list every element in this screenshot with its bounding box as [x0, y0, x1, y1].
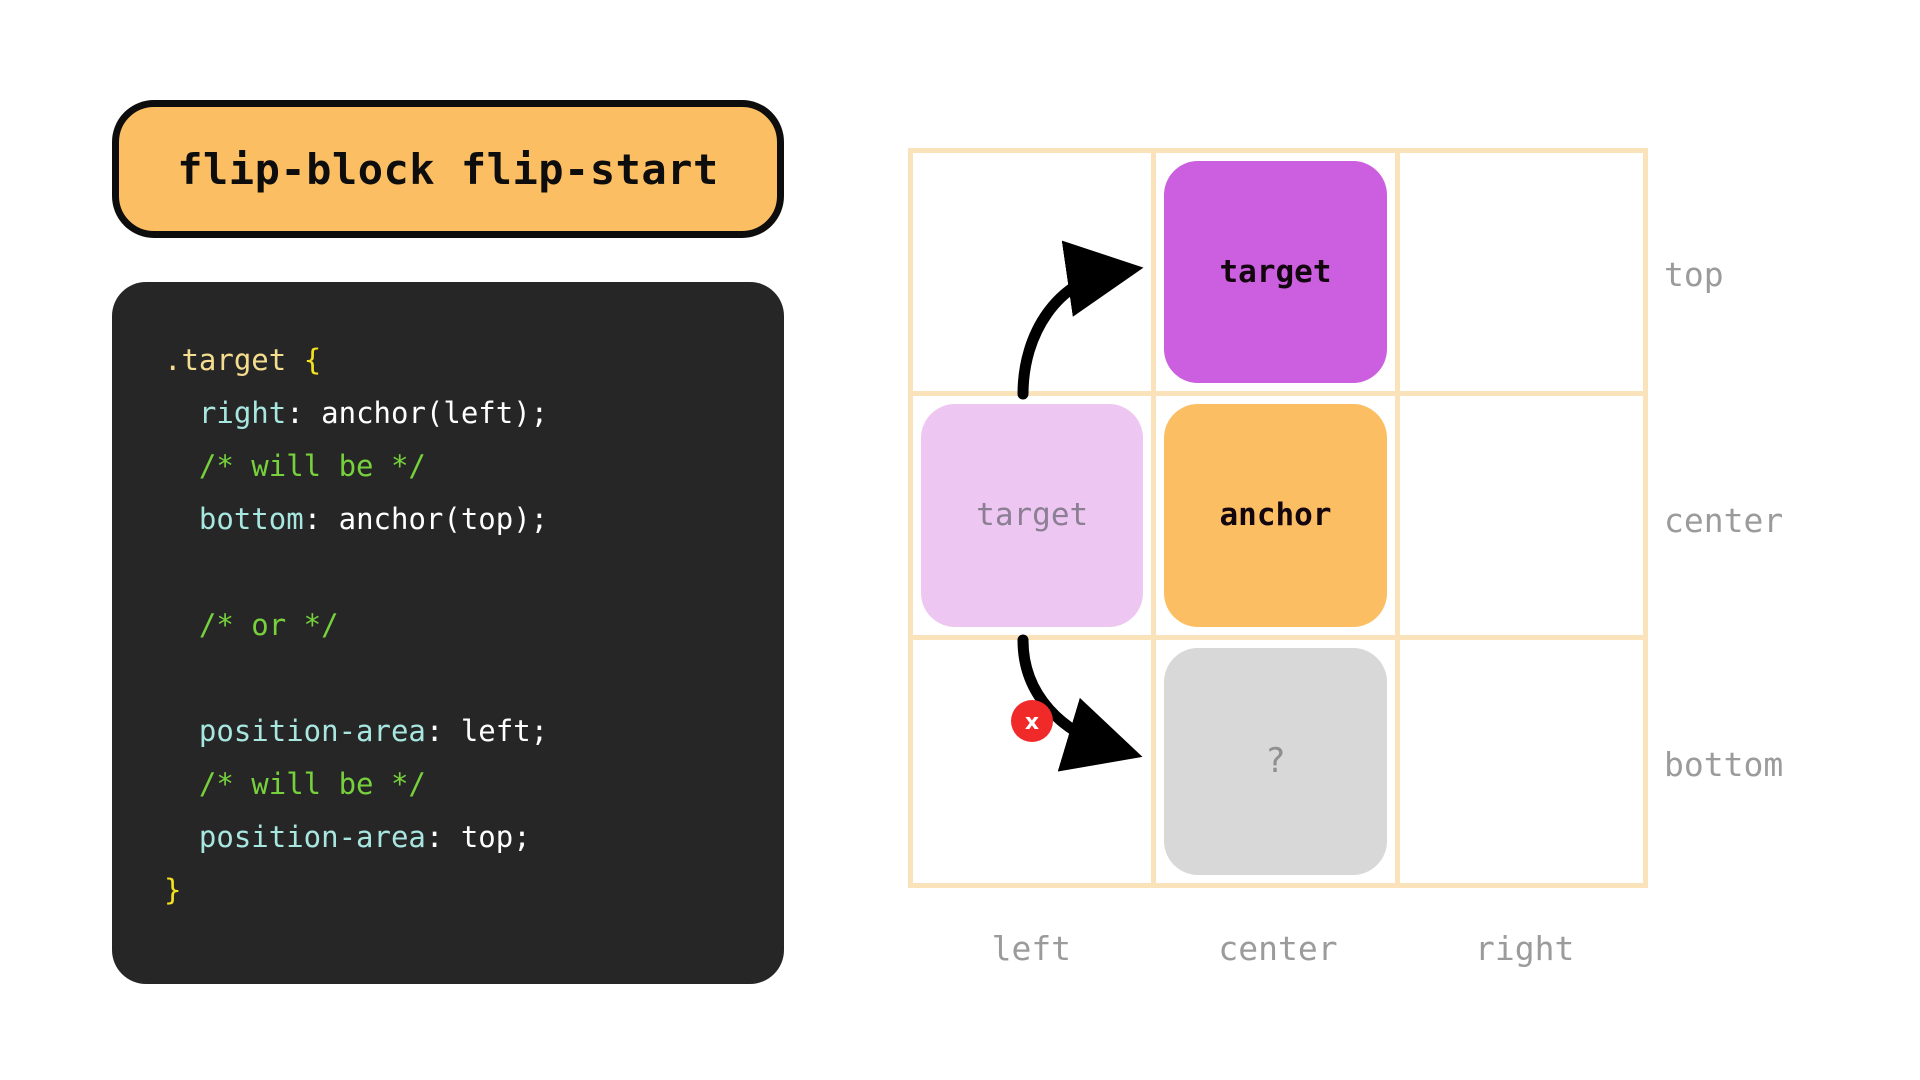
code-line	[164, 546, 784, 599]
code-line: }	[164, 864, 784, 917]
code-token-comment: /* will be */	[198, 449, 426, 483]
code-token-selector: .target	[164, 343, 304, 377]
grid-cell-bottom-right	[1400, 640, 1643, 883]
code-token-val: : left;	[425, 714, 549, 748]
code-token-comment: /* or */	[198, 608, 339, 642]
code-line: .target {	[164, 334, 784, 387]
col-labels: left center right	[908, 908, 1648, 988]
grid-cell-bottom-center: ?	[1156, 639, 1400, 883]
code-line	[164, 652, 784, 705]
code-token-brace: }	[164, 873, 182, 907]
title-badge: flip-block flip-start	[112, 100, 784, 238]
target-box-flipped: target	[1164, 161, 1387, 384]
code-token-val: : anchor(left);	[286, 396, 549, 430]
code-token-prop: position-area	[198, 820, 426, 854]
grid-cell-center-left: target	[913, 396, 1157, 640]
grid-cell-top-right	[1399, 153, 1643, 397]
code-token-val	[164, 661, 181, 695]
code-token-brace: {	[303, 343, 322, 377]
code-token-prop: right	[198, 396, 287, 430]
code-line: /* will be */	[164, 758, 784, 811]
code-token-val: : anchor(top);	[303, 502, 549, 536]
code-line: right: anchor(left);	[164, 387, 784, 440]
left-panel: flip-block flip-start .target { right: a…	[112, 100, 784, 984]
grid-cell-top-left	[913, 153, 1157, 397]
col-label-center: center	[1218, 928, 1338, 968]
target-box-original: target	[921, 404, 1144, 627]
code-token-val	[164, 555, 181, 589]
code-block: .target { right: anchor(left); /* will b…	[112, 282, 784, 984]
grid-cell-top-center: target	[1156, 153, 1400, 397]
row-label-top: top	[1664, 255, 1724, 294]
grid-cell-bottom-left	[913, 639, 1157, 883]
row-label-center: center	[1664, 501, 1784, 540]
row-labels: top center bottom	[1664, 148, 1894, 888]
grid-cell-center-right	[1399, 396, 1643, 640]
row-label-bottom: bottom	[1664, 745, 1784, 784]
col-label-left: left	[991, 928, 1072, 968]
code-token-comment: /* will be */	[198, 767, 426, 801]
title-badge-label: flip-block flip-start	[177, 144, 719, 194]
code-line: /* or */	[164, 599, 784, 652]
code-token-val: : top;	[425, 820, 531, 854]
code-token-prop: bottom	[198, 502, 304, 536]
code-line: bottom: anchor(top);	[164, 493, 784, 546]
code-token-prop: position-area	[198, 714, 426, 748]
code-line: position-area: left;	[164, 705, 784, 758]
code-line: /* will be */	[164, 440, 784, 493]
col-label-right: right	[1474, 928, 1575, 968]
grid-cell-center-center: anchor	[1156, 396, 1400, 640]
question-box: ?	[1164, 647, 1387, 875]
anchor-box: anchor	[1164, 404, 1387, 627]
code-line: position-area: top;	[164, 811, 784, 864]
